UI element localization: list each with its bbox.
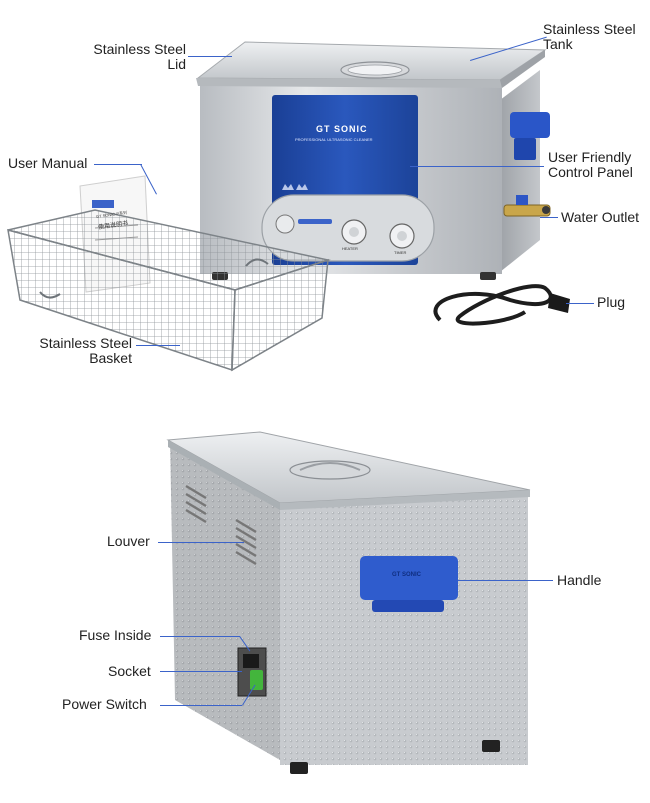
leader-basket (136, 345, 180, 346)
leader-switch (160, 705, 242, 706)
leader-lid (188, 56, 232, 57)
leader-louver (158, 542, 244, 543)
knob-label-timer: TIMER (394, 250, 407, 255)
label-switch: Power Switch (62, 696, 147, 712)
louver-vents (185, 484, 257, 566)
label-manual: User Manual (8, 155, 88, 171)
power-switch (250, 670, 263, 690)
tank-front-rear-view (280, 495, 528, 765)
power-knob (275, 214, 295, 234)
leader-manual (94, 164, 142, 165)
side-handle (510, 112, 550, 138)
handle-brand: GT SONIC (392, 572, 422, 578)
tank-side (500, 70, 540, 272)
crown-icon (282, 184, 294, 190)
leader-panel (410, 166, 544, 167)
leader-socket (160, 671, 242, 672)
leader-plug (566, 303, 594, 304)
panel-brand: GT SONIC (316, 124, 368, 134)
crown-icon (296, 184, 308, 190)
label-socket: Socket (108, 663, 151, 679)
label-outlet: Water Outlet (561, 209, 640, 225)
leader-handle (458, 580, 553, 581)
panel-subtitle: PROFESSIONAL ULTRASONIC CLEANER (295, 137, 373, 142)
plug-icon (548, 293, 570, 313)
power-cable (433, 284, 553, 326)
label-handle: Handle (557, 572, 602, 588)
label-plug: Plug (597, 294, 626, 310)
knob-label-heater: HEATER (342, 246, 358, 251)
handle-block (360, 556, 458, 600)
label-fuse: Fuse Inside (79, 627, 152, 643)
leader-fuse (160, 636, 240, 637)
leader-outlet (540, 217, 558, 218)
socket (243, 654, 259, 668)
label-louver: Louver (107, 533, 150, 549)
